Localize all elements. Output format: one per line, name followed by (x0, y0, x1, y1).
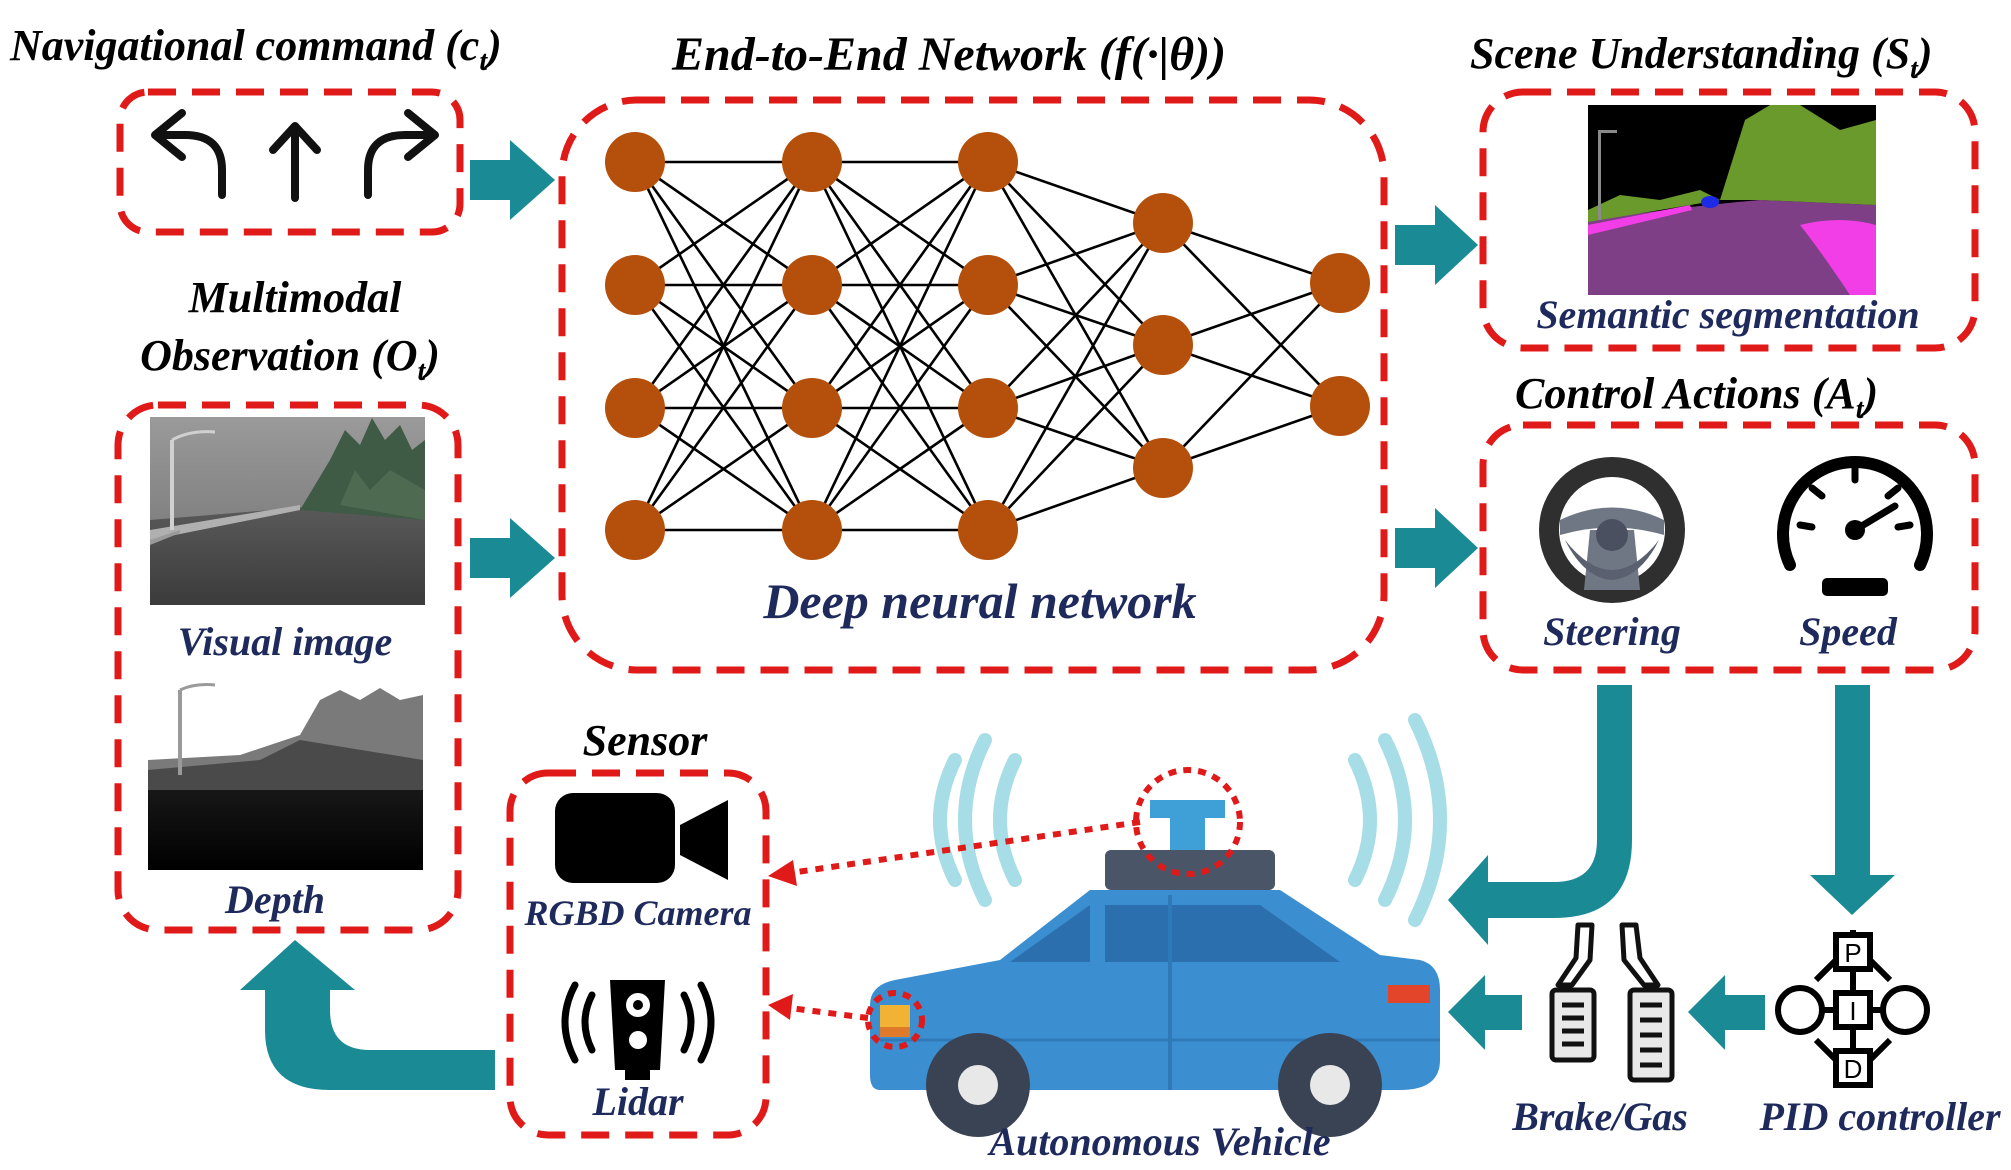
pedals-icon (1549, 922, 1675, 1083)
network-connection (987, 160, 1164, 225)
network-connection (1162, 404, 1341, 470)
neuron-layer-2 (782, 132, 842, 192)
pid-to-brake-arrow (1688, 975, 1765, 1050)
observation-to-network-arrow (470, 518, 555, 598)
roof-sensor-pointer-head (768, 860, 797, 886)
network-neurons (605, 132, 1370, 560)
visual-image (150, 417, 425, 605)
pid-letter-d: D (1844, 1054, 1863, 1084)
scene-understanding-title: Scene Understanding (St) (1470, 29, 1933, 85)
neuron-layer-1 (605, 378, 665, 438)
network-connection (633, 161, 814, 531)
sensor-box (506, 769, 770, 1139)
navigational-command-box (116, 88, 464, 236)
network-connection (987, 344, 1164, 531)
observation-title-line2: Observation (Ot) (140, 331, 440, 387)
semantic-segmentation-image (1588, 105, 1876, 295)
turn-left-icon (151, 109, 226, 199)
network-connection (987, 221, 1164, 287)
rgbd-camera-label: RGBD Camera (523, 893, 751, 933)
brake-gas-label: Brake/Gas (1511, 1094, 1688, 1139)
pid-icon (1775, 930, 1930, 1088)
pid-letter-i: I (1849, 996, 1856, 1026)
command-to-network-arrow (470, 140, 555, 220)
neuron-layer-5 (1310, 376, 1370, 436)
network-connection (810, 161, 990, 531)
pid-letter-p: P (1844, 938, 1861, 968)
neuron-layer-2 (782, 255, 842, 315)
neuron-layer-3 (958, 500, 1018, 560)
network-box (558, 96, 1388, 674)
neuron-layer-2 (782, 378, 842, 438)
neuron-layer-3 (958, 132, 1018, 192)
neuron-layer-2 (782, 500, 842, 560)
network-connection (1162, 282, 1341, 469)
roof-sensor-pointer (789, 819, 1141, 876)
control-actions-title: Control Actions (At) (1515, 369, 1878, 425)
autonomous-vehicle-label: Autonomous Vehicle (986, 1119, 1330, 1164)
lidar-icon (561, 980, 715, 1080)
depth-label: Depth (224, 877, 325, 922)
network-connection (986, 222, 1165, 531)
navigational-command-title: Navigational command (ct) (9, 21, 502, 77)
network-to-control-arrow (1395, 508, 1478, 588)
roof-sensor-highlight (1133, 767, 1243, 877)
network-connection (634, 406, 813, 532)
network-connections (633, 160, 1341, 532)
network-title: End-to-End Network (f(·|θ)) (671, 28, 1226, 81)
pid-controller-label: PID controller (1758, 1094, 2001, 1139)
speed-label: Speed (1799, 609, 1898, 654)
speedometer-icon (1777, 456, 1933, 596)
speed-to-pid-arrow (1810, 685, 1895, 915)
neuron-layer-3 (958, 378, 1018, 438)
steering-label: Steering (1543, 609, 1681, 654)
front-sensor-highlight (865, 990, 925, 1050)
network-connection (810, 161, 990, 409)
front-sensor-pointer (789, 1005, 869, 1021)
depth-image (148, 680, 423, 870)
control-actions-box (1479, 421, 1979, 674)
semantic-segmentation-label: Semantic segmentation (1536, 292, 1919, 337)
sensor-to-observation-arrow (240, 940, 495, 1090)
neuron-layer-1 (605, 255, 665, 315)
neuron-layer-5 (1310, 253, 1370, 313)
network-connection (634, 160, 813, 287)
straight-arrow-icon (269, 122, 321, 202)
brake-to-vehicle-arrow (1448, 975, 1522, 1050)
video-camera-icon (555, 793, 728, 883)
visual-image-label: Visual image (178, 619, 393, 664)
front-sensor-pointer-head (768, 994, 793, 1020)
scene-understanding-box (1479, 88, 1979, 352)
car-icon (870, 713, 1447, 1137)
neuron-layer-1 (605, 132, 665, 192)
sensor-title: Sensor (583, 716, 709, 765)
network-connection (633, 161, 814, 409)
neuron-layer-1 (605, 500, 665, 560)
observation-title-line1: Multimodal (188, 273, 402, 322)
network-connection (1162, 221, 1341, 285)
turn-right-icon (364, 109, 439, 199)
network-connection (810, 284, 990, 531)
steering-to-vehicle-arrow (1448, 685, 1632, 945)
network-connection (987, 466, 1164, 532)
neuron-layer-3 (958, 255, 1018, 315)
neuron-layer-4 (1133, 315, 1193, 375)
network-connection (811, 160, 989, 287)
lidar-label: Lidar (591, 1079, 684, 1124)
neuron-layer-4 (1133, 193, 1193, 253)
steering-wheel-icon (1539, 457, 1685, 603)
network-connection (633, 284, 814, 531)
network-connection (811, 406, 989, 532)
deep-neural-network-label: Deep neural network (762, 573, 1196, 629)
network-connection (1162, 281, 1341, 347)
observation-box (114, 401, 462, 934)
neuron-layer-4 (1133, 438, 1193, 498)
network-connection (987, 222, 1164, 409)
network-to-scene-arrow (1395, 205, 1478, 285)
